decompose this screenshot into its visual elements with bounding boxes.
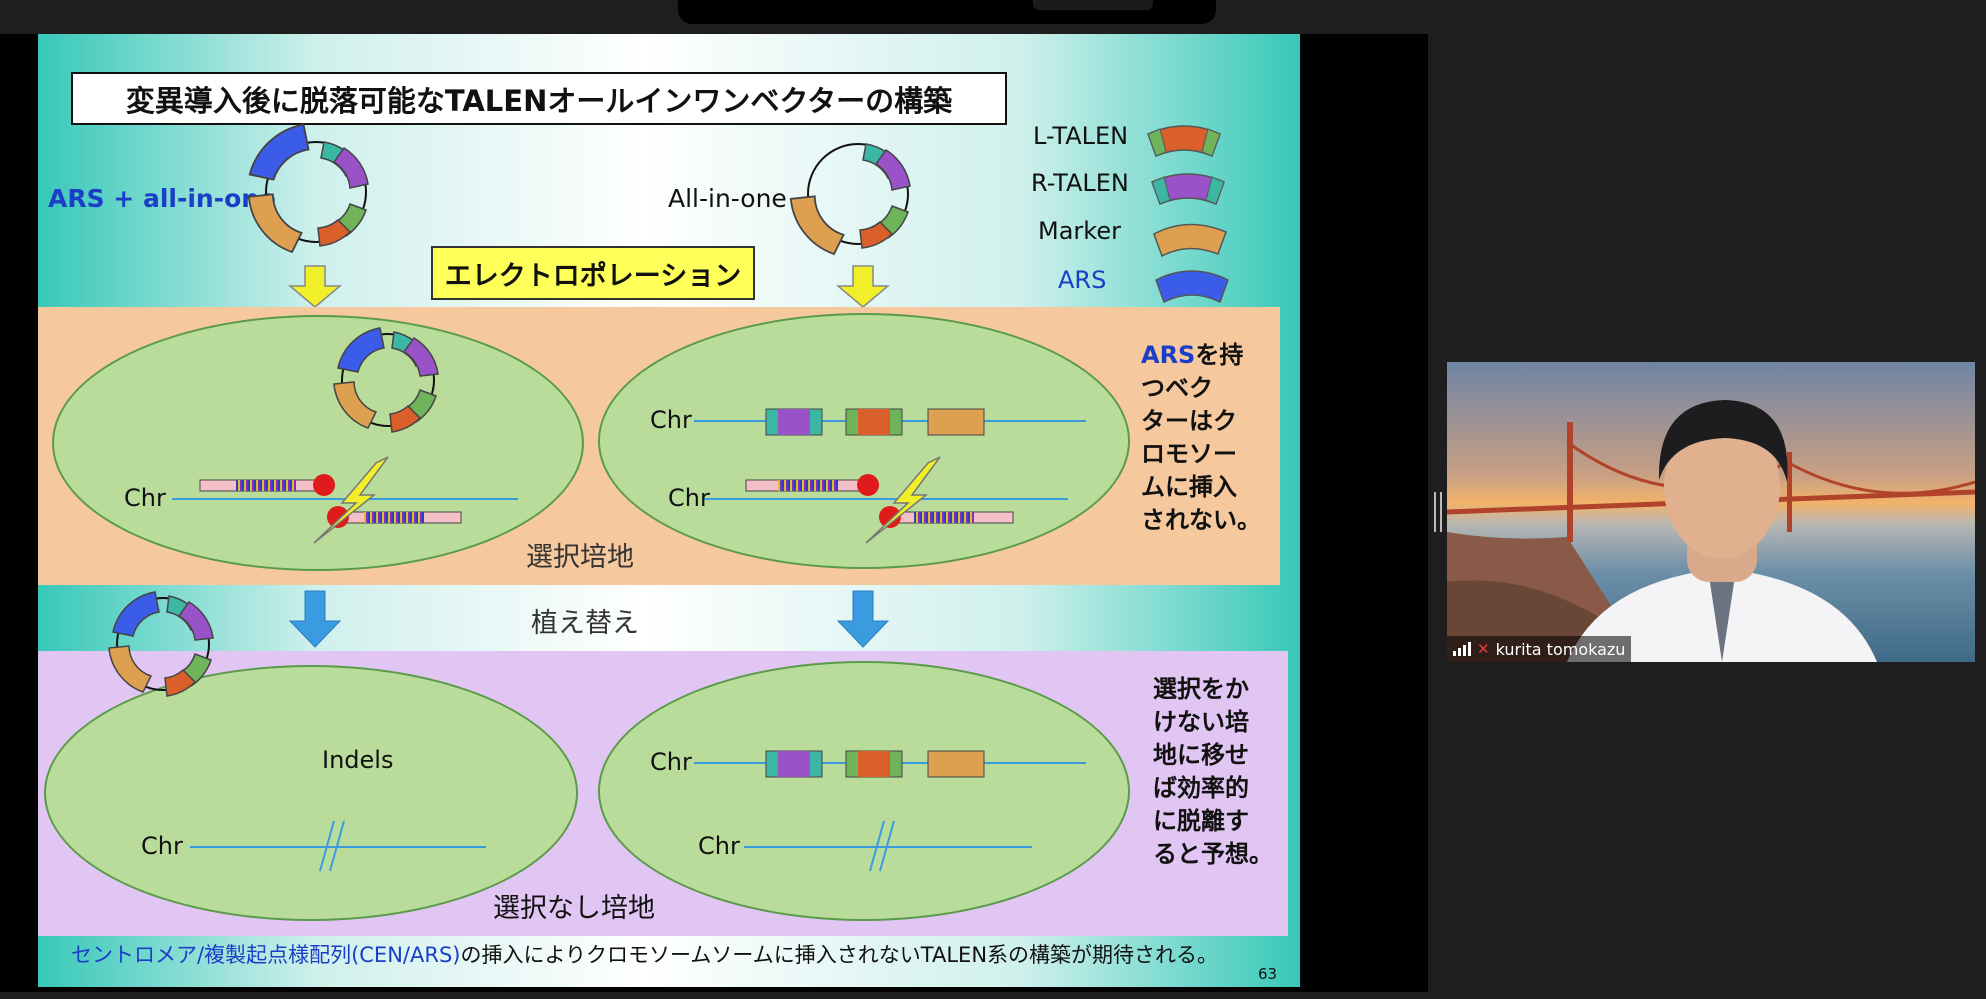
legend-ars-swatch <box>1155 270 1229 304</box>
left-plasmid-icon <box>247 123 369 254</box>
slide-footer: セントロメア/複製起点様配列(CEN/ARS)の挿入によりクロモソームソームに挿… <box>71 939 1218 969</box>
indels-label: Indels <box>322 746 394 774</box>
legend-r-talen-swatch <box>1151 173 1225 206</box>
blue-arrow-right-icon <box>836 590 890 648</box>
ars-note-ars: ARS <box>1141 341 1196 369</box>
nonselective-medium-label: 選択なし培地 <box>493 893 655 924</box>
legend-l-talen-label: L-TALEN <box>1033 122 1129 150</box>
yellow-arrow-right-icon <box>835 265 891 308</box>
legend-ars-label: ARS <box>1058 266 1107 294</box>
replant-label: 植え替え <box>531 608 639 639</box>
right-cell-chr-label-2: Chr <box>668 484 710 512</box>
left-cell-chr-label: Chr <box>124 484 166 512</box>
selective-medium-band: Chr Chr Chr 選択培地 ARSを持 つベク ターはク ロモソー ムに挿… <box>38 307 1280 585</box>
ars-note-line-5: ムに挿入 <box>1141 473 1237 501</box>
footer-blue-text: セントロメア/複製起点様配列(CEN/ARS) <box>71 943 461 967</box>
top-diagram <box>247 123 1229 308</box>
left-indel-chr-label: Chr <box>141 832 183 860</box>
excision-note: 選択をか けない培 地に移せ ば効率的 に脱離す ると予想。 <box>1153 673 1273 871</box>
right-cell-selective <box>598 313 1130 569</box>
legend-marker-label: Marker <box>1038 217 1121 245</box>
selective-cells-diagram <box>172 327 1086 544</box>
excision-note-line-3: 地に移せ <box>1153 741 1249 769</box>
left-cell-plasmid-icon <box>333 327 439 433</box>
transition-arrows <box>288 590 890 648</box>
released-plasmid-icon <box>108 591 214 697</box>
ars-note-line-4: ロモソー <box>1141 440 1237 468</box>
mic-muted-icon: ✕ <box>1477 640 1490 658</box>
ars-note-line-6: されない。 <box>1141 506 1261 534</box>
blue-arrow-left-icon <box>288 590 342 648</box>
video-background <box>1447 400 1975 662</box>
excision-note-line-2: けない培 <box>1153 708 1249 736</box>
participant-name-bar: ✕ kurita tomokazu <box>1447 636 1632 662</box>
participant-name: kurita tomokazu <box>1495 639 1626 659</box>
footer-text: の挿入によりクロモソームソームに挿入されないTALEN系の構築が期待される。 <box>460 943 1219 967</box>
right-vector-label: All-in-one <box>668 184 787 213</box>
excision-note-line-4: ば効率的 <box>1153 774 1249 802</box>
selective-medium-label: 選択培地 <box>526 542 634 573</box>
signal-strength-icon <box>1453 642 1471 656</box>
right-cell-chr-label-1: Chr <box>650 406 692 434</box>
left-cut-lightning-icon <box>313 456 389 544</box>
right-cut-lightning-icon <box>865 456 941 544</box>
ars-note-line-2: つベク <box>1141 374 1213 402</box>
participant-face <box>1664 415 1780 559</box>
left-cell-nonselective <box>44 665 578 921</box>
left-cell-selective <box>52 315 584 571</box>
right-excised-chr-label-2: Chr <box>698 832 740 860</box>
ars-note-line-1: を持 <box>1195 341 1244 369</box>
ars-note-line-3: ターはク <box>1141 407 1237 435</box>
panel-resize-handle[interactable] <box>1434 492 1442 532</box>
excision-note-line-5: に脱離す <box>1153 807 1249 835</box>
right-plasmid-icon <box>789 143 911 256</box>
meeting-top-bar[interactable] <box>678 0 1216 24</box>
ars-note: ARSを持 つベク ターはク ロモソー ムに挿入 されない。 <box>1141 339 1261 537</box>
legend-marker-swatch <box>1153 223 1227 258</box>
participant-video-tile[interactable]: ✕ kurita tomokazu <box>1447 362 1975 662</box>
electroporation-label: エレクトロポレーション <box>431 246 755 300</box>
legend-r-talen-label: R-TALEN <box>1031 169 1129 197</box>
excision-note-line-1: 選択をか <box>1153 675 1249 703</box>
slide-title: 変異導入後に脱落可能なTALENオールインワンベクターの構築 <box>71 72 1007 125</box>
legend-l-talen-swatch <box>1147 125 1221 158</box>
page-number: 63 <box>1258 965 1278 983</box>
right-cell-nonselective <box>598 661 1130 921</box>
participant-hair <box>1658 400 1788 482</box>
yellow-arrow-left-icon <box>287 265 343 308</box>
excision-note-line-6: ると予想。 <box>1153 840 1273 868</box>
nonselective-cells-diagram <box>190 750 1086 872</box>
top-bar-handle[interactable] <box>1033 0 1153 10</box>
nonselective-medium-band: Indels Chr Chr Chr 選択なし培地 選択をか けない培 地に移せ… <box>38 651 1288 936</box>
right-excised-chr-label-1: Chr <box>650 748 692 776</box>
presentation-slide: 変異導入後に脱落可能なTALENオールインワンベクターの構築 ARS + all… <box>38 34 1300 987</box>
left-vector-label: ARS + all-in-one <box>48 184 277 213</box>
